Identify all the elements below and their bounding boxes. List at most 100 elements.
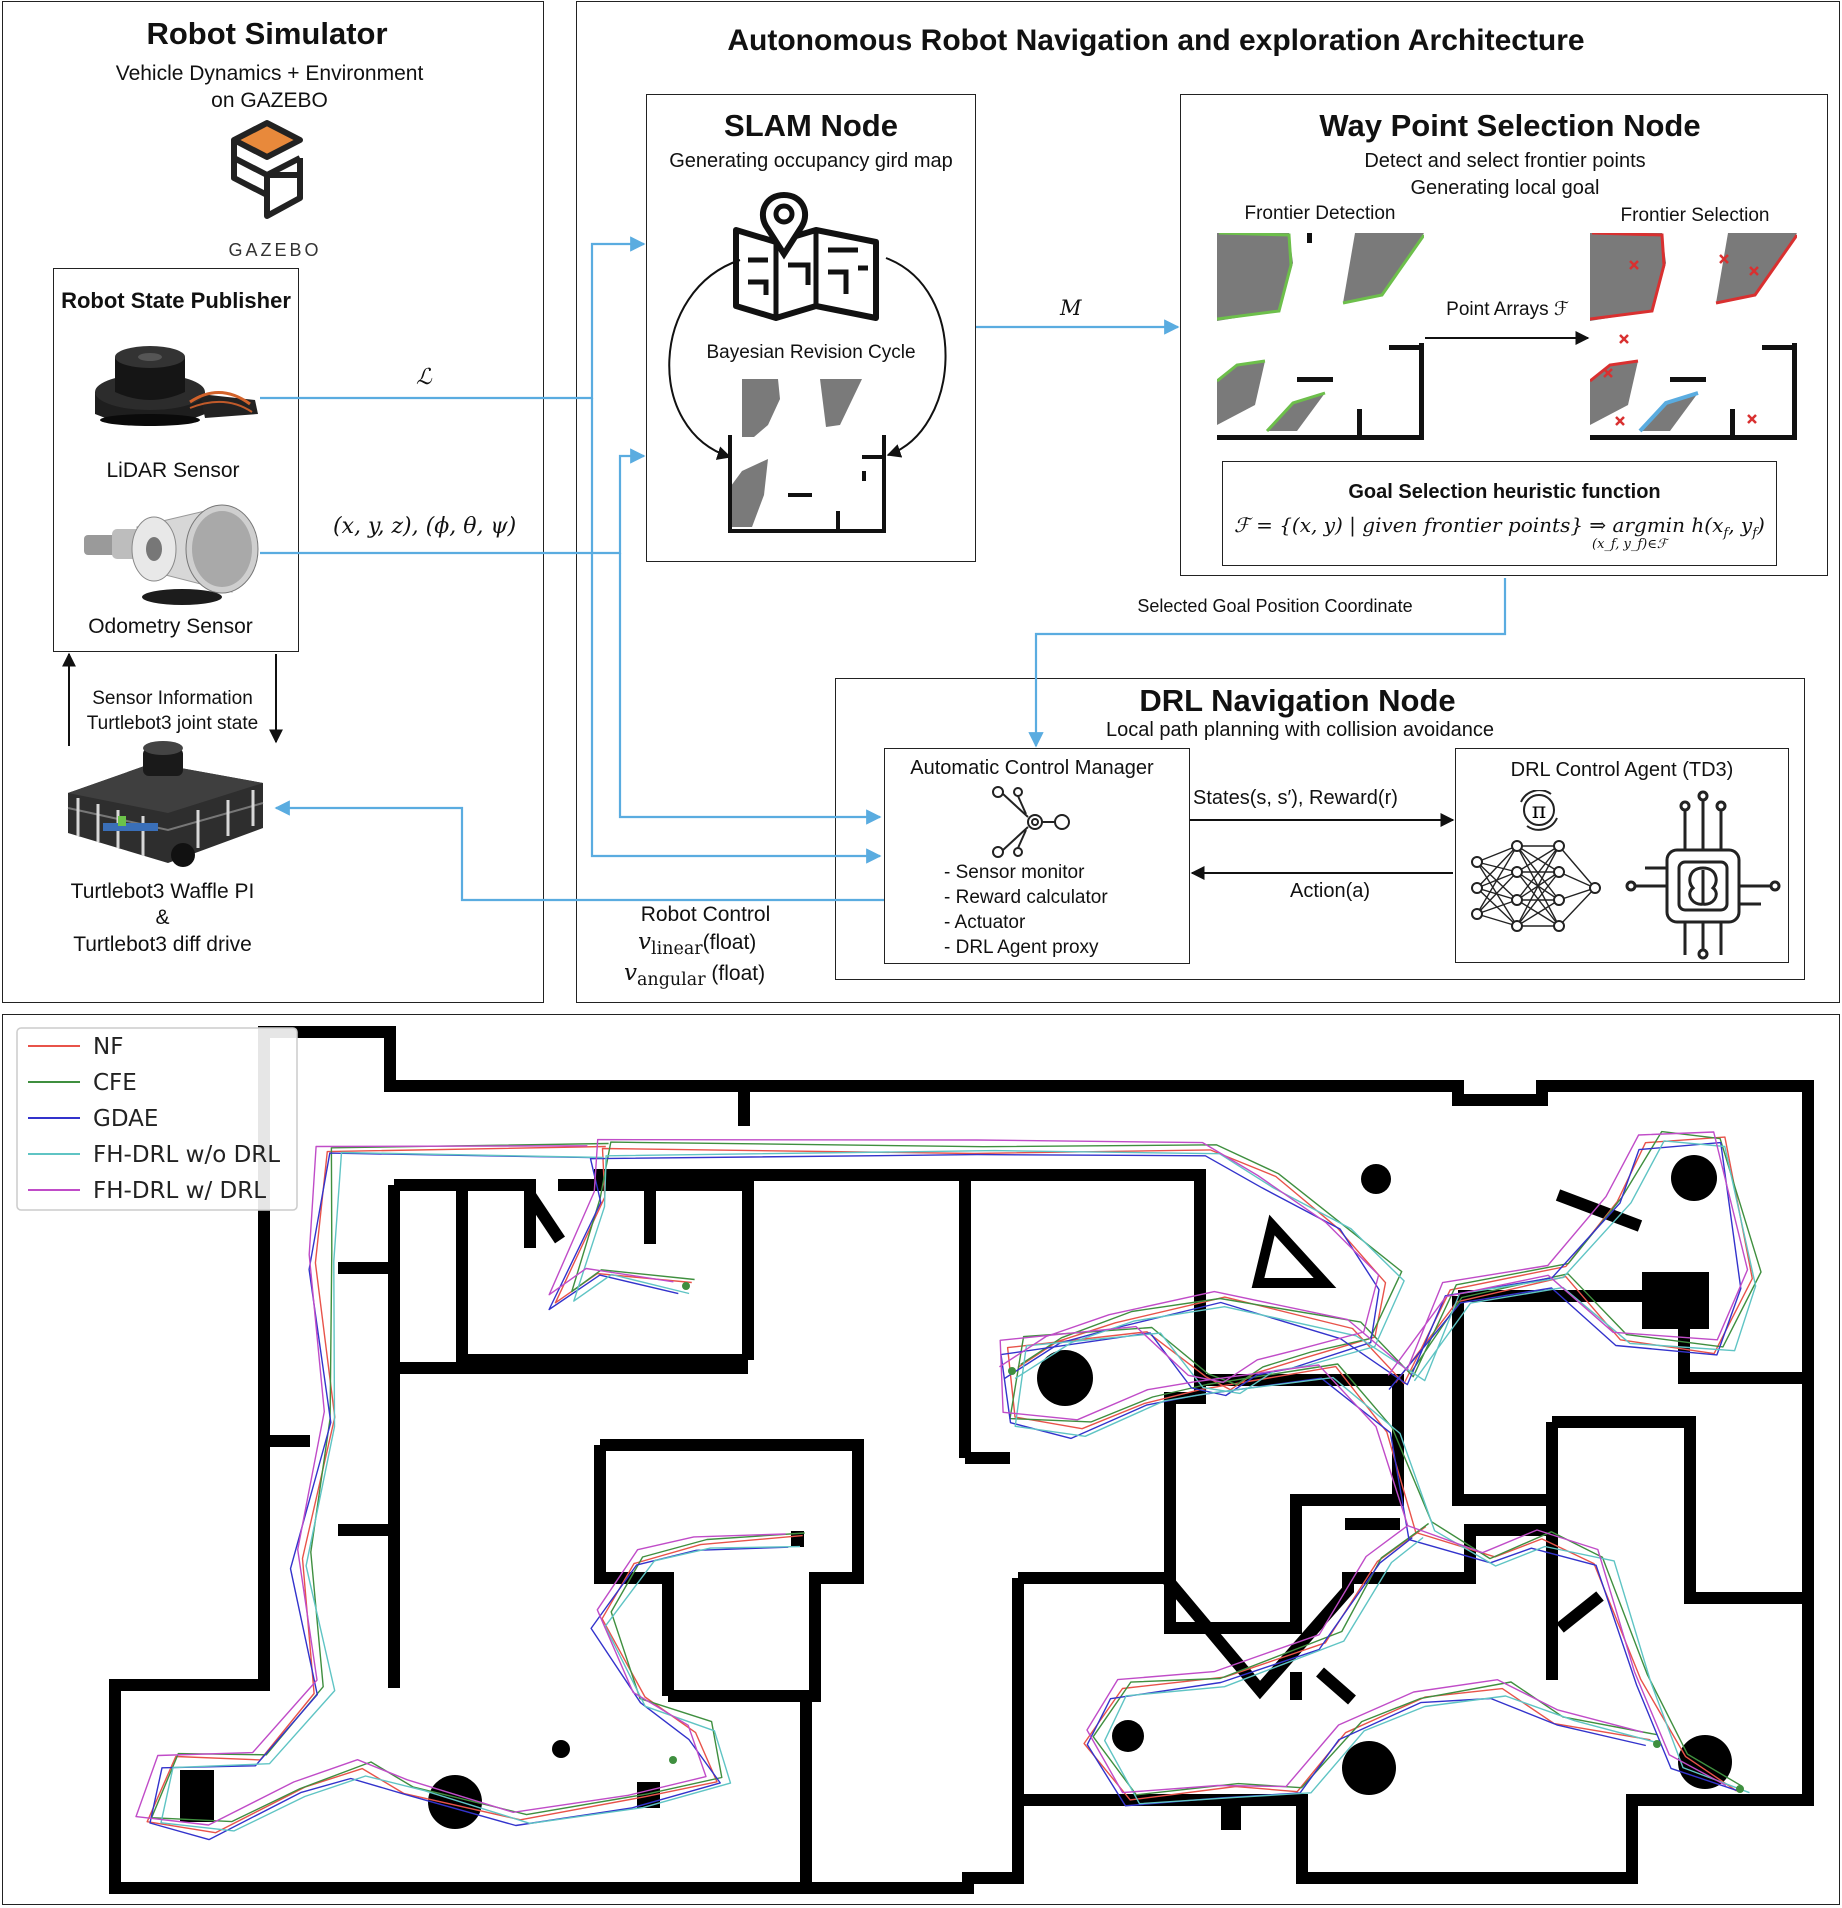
round-obstacle-7 (1671, 1155, 1717, 1201)
nn-node (1553, 894, 1565, 906)
robot-state-publisher-box (53, 268, 299, 652)
nn-node (1553, 866, 1565, 878)
nn-node (1511, 866, 1523, 878)
drl-navigation-subtitle: Local path planning with collision avoid… (1105, 719, 1495, 741)
lidar-sensor-label: LiDAR Sensor (106, 459, 240, 482)
angular-velocity-type: (float) (705, 962, 766, 985)
angular-velocity-sub: angular (637, 970, 706, 991)
map-obstacles (180, 1155, 1732, 1830)
trajectory-cfe (571, 1141, 1743, 1787)
legend-label: GDAE (93, 1106, 158, 1132)
heuristic-title: Goal Selection heuristic function (1348, 481, 1661, 503)
goal-to-manager-arrow (1028, 578, 1507, 748)
drl-control-agent-title: DRL Control Agent (TD3) (1510, 759, 1734, 781)
lidar-to-slam-arrow (260, 236, 646, 400)
nn-node (1553, 840, 1565, 852)
small-goal-marker (791, 1531, 804, 1547)
manager-item-agent-proxy: - DRL Agent proxy (944, 937, 1099, 958)
trajectory-fh-drl-w-o-drl (573, 1149, 1750, 1794)
heuristic-formula-close: ) (1757, 513, 1765, 537)
trajectory-fh-drl-w-o-drl (160, 1151, 801, 1832)
slam-node-title: SLAM Node (724, 108, 898, 143)
nn-edge (1558, 887, 1596, 901)
legend-label: FH-DRL w/o DRL (93, 1142, 280, 1168)
states-reward-label: States(s, s′), Reward(r) (1193, 787, 1398, 810)
frontier-selection-label: Frontier Selection (1620, 205, 1770, 226)
goal-coordinate-label: Selected Goal Position Coordinate (1137, 596, 1413, 616)
round-obstacle-3 (1037, 1350, 1093, 1406)
angular-velocity-var: v (624, 960, 637, 986)
square-obstacle-1 (180, 1770, 214, 1822)
lidar-signal-label: ℒ (416, 365, 432, 390)
gazebo-logo-text: GAZEBO (228, 240, 322, 260)
trajectory-nf (1017, 1136, 1753, 1385)
neural-network-icon: π (1471, 790, 1781, 960)
triangle-obstacle (1251, 1214, 1337, 1288)
trajectory-fh-drl-w-drl (999, 1131, 1749, 1376)
robot-simulator-title: Robot Simulator (146, 16, 388, 51)
drl-navigation-title: DRL Navigation Node (1139, 683, 1456, 718)
trajectory-nf (146, 1145, 803, 1834)
heuristic-argmin-sub: (x_f, y_f)∈ℱ (1592, 537, 1668, 552)
svg-text:π: π (1532, 799, 1546, 824)
heuristic-formula-sub-f2: f (1752, 526, 1758, 541)
trajectory-gdae (149, 1152, 789, 1841)
round-obstacle-5 (1342, 1741, 1396, 1795)
robot-control-angular: vangular (float) (624, 960, 765, 990)
robot-state-publisher-title: Robot State Publisher (61, 288, 291, 313)
bayesian-cycle-label: Bayesian Revision Cycle (706, 342, 916, 363)
slam-occupancy-map (728, 375, 886, 533)
turtlebot-label-3: Turtlebot3 diff drive (73, 933, 252, 956)
robot-control-title: Robot Control (640, 903, 771, 926)
odometry-sensor-image (84, 504, 259, 605)
odom-to-slam-arrow (260, 448, 646, 555)
manager-items-list: - Sensor monitor - Reward calculator - A… (944, 860, 1108, 960)
nn-edge (1476, 845, 1518, 915)
action-label: Action(a) (1289, 880, 1371, 902)
turtlebot-image (67, 741, 264, 867)
nn-node (1471, 908, 1483, 920)
nn-edge (1476, 899, 1518, 915)
odom-to-manager-arrow (618, 553, 882, 825)
nn-edge (1516, 845, 1560, 927)
nn-node (1511, 840, 1523, 852)
heuristic-formula-main: ℱ = {(x, y) | given frontier points} ⇒ a… (1234, 513, 1724, 537)
nn-edge (1476, 913, 1518, 927)
heuristic-formula-sub-f: f (1723, 526, 1729, 541)
architecture-title: Autonomous Robot Navigation and explorat… (727, 24, 1585, 57)
nn-node (1589, 882, 1601, 894)
goal-marker-2 (1008, 1367, 1016, 1375)
gazebo-logo-icon (231, 120, 303, 219)
trajectory-map-panel (2, 1014, 1840, 1905)
lidar-to-manager-arrow (590, 398, 882, 864)
map-signal-label: M (1060, 296, 1082, 320)
lidar-sensor-image (95, 346, 258, 426)
nn-node (1511, 894, 1523, 906)
trajectory-nf (1083, 1525, 1651, 1801)
linear-velocity-sub: linear (651, 939, 703, 960)
nn-edge (1516, 845, 1560, 901)
trajectory-lines (135, 1130, 1762, 1841)
turtlebot-label-1: Turtlebot3 Waffle PI (70, 880, 255, 903)
goal-marker-1 (682, 1282, 690, 1290)
legend-label: NF (93, 1034, 123, 1060)
turtlebot-label-2: & (155, 906, 170, 929)
nn-edge (1476, 845, 1518, 889)
nn-edge (1558, 871, 1596, 889)
frontier-detection-label: Frontier Detection (1244, 203, 1396, 224)
odometry-signal-label: (x, y, z), (ϕ, θ, ψ) (333, 514, 517, 539)
square-obstacle-4 (1642, 1272, 1709, 1329)
nn-node (1553, 920, 1565, 932)
frontier-selection-map (1590, 233, 1797, 440)
states-reward-text: States(s, s′), Reward(r) (1193, 787, 1398, 809)
map-walls (109, 1026, 1814, 1894)
cycle-left-arrow (668, 259, 741, 460)
round-obstacle-2 (552, 1740, 570, 1758)
map-pin-icon (733, 191, 879, 321)
waypoint-node-subtitle-2: Generating local goal (1410, 177, 1600, 199)
joint-state-label: Turtlebot3 joint state (86, 713, 259, 734)
manager-item-reward-calculator: - Reward calculator (944, 887, 1108, 908)
nn-edge (1516, 845, 1560, 873)
linear-velocity-type: (float) (702, 931, 757, 954)
